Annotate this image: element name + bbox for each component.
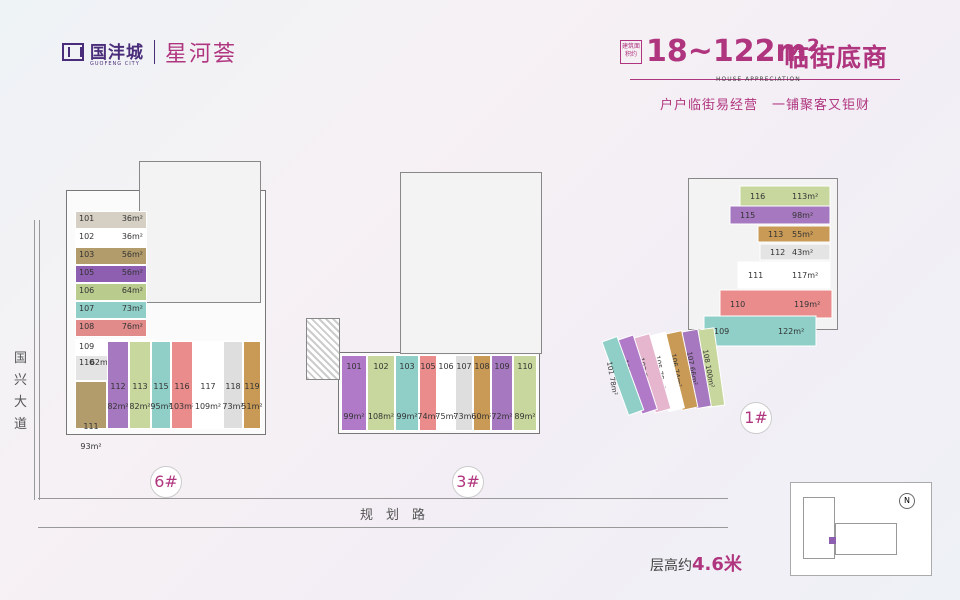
unit-1-113-no: 113 xyxy=(768,230,783,239)
unit-1-110-area: 119m² xyxy=(794,300,820,309)
key-map: N xyxy=(790,482,932,576)
key-map-marker xyxy=(829,537,836,544)
unit-1-116-no: 116 xyxy=(750,192,765,201)
building-3-ramp xyxy=(306,318,340,380)
floor-height-label: 层高约 xyxy=(650,558,692,574)
key-map-site xyxy=(803,497,835,559)
brand-logo-icon xyxy=(62,43,84,61)
building-3-core xyxy=(400,172,542,354)
headline-tag: 建筑面积约 xyxy=(620,40,642,64)
project-name: 星河荟 xyxy=(165,42,238,67)
road-west-label: 国兴大道 xyxy=(14,351,28,432)
unit-1-110-no: 110 xyxy=(730,300,745,309)
building-1-label: 1# xyxy=(740,402,772,434)
road-south-label: 规 划 路 xyxy=(360,508,426,523)
road-west xyxy=(34,220,40,500)
building-6-label: 6# xyxy=(150,466,182,498)
headline-rule xyxy=(630,79,900,80)
unit-1-112-area: 43m² xyxy=(792,248,813,257)
unit-1-111 xyxy=(737,261,831,289)
headline-slogan: 户户临街易经营 一铺聚客又钜财 xyxy=(660,98,871,113)
brand-name-en: GUOFENG CITY xyxy=(90,60,140,67)
unit-1-109-no: 109 xyxy=(714,327,729,336)
brand-divider xyxy=(154,40,155,64)
unit-1-115-no: 115 xyxy=(740,211,755,220)
brand: 国沣城 GUOFENG CITY 星河荟 xyxy=(62,36,237,68)
road-south xyxy=(38,498,728,528)
building-6-core xyxy=(139,161,261,303)
key-map-site-2 xyxy=(835,523,897,555)
unit-1-111-no: 111 xyxy=(748,271,763,280)
floor-height-value: 4.6米 xyxy=(692,554,742,575)
building-3-label: 3# xyxy=(452,466,484,498)
unit-1-110 xyxy=(719,289,833,319)
brand-name-cn: 国沣城 xyxy=(90,42,144,63)
brand-name: 国沣城 GUOFENG CITY xyxy=(90,38,144,67)
floor-height: 层高约4.6米 xyxy=(650,550,742,576)
unit-1-112 xyxy=(759,243,831,261)
headline-en: HOUSE APPRECIATION xyxy=(716,76,801,83)
building-1-plan: 116 113m² 115 98m² 113 55m² 112 43m² 111 117m² 110… xyxy=(601,185,833,416)
unit-1-101 xyxy=(601,335,645,416)
unit-1-116-area: 113m² xyxy=(792,192,818,201)
unit-1-112-no: 112 xyxy=(770,248,785,257)
unit-1-113 xyxy=(757,225,831,243)
unit-1-109 xyxy=(703,315,817,347)
unit-1-111-area: 117m² xyxy=(792,271,818,280)
unit-1-113-area: 55m² xyxy=(792,230,813,239)
unit-1-115 xyxy=(729,205,831,225)
headline-area: 18~122m² xyxy=(646,34,820,69)
unit-1-115-area: 98m² xyxy=(792,211,813,220)
headline-type: 临街底商 xyxy=(784,43,889,72)
north-arrow-icon: N xyxy=(899,493,915,509)
unit-1-109-area: 122m² xyxy=(778,327,804,336)
